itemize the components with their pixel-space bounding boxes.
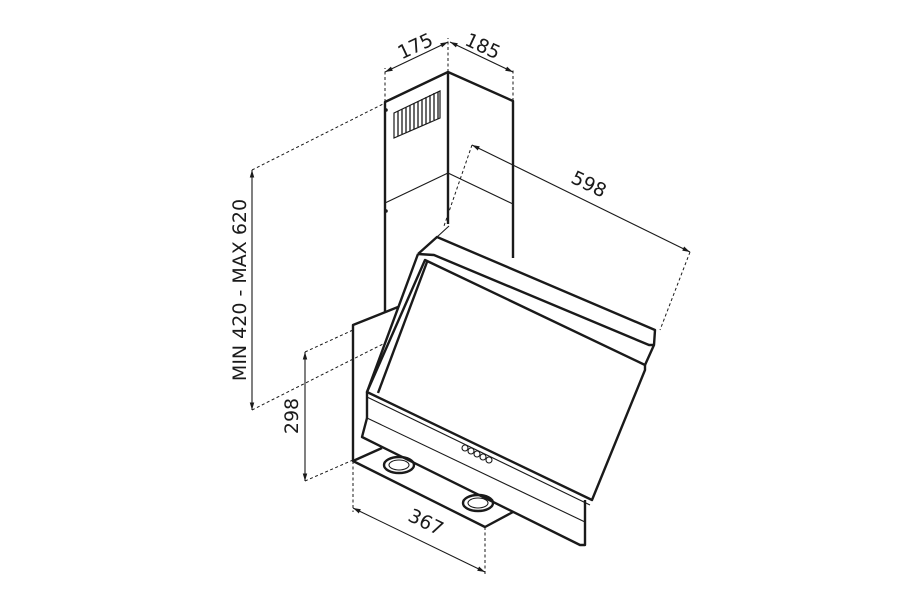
hood-back-body — [351, 305, 514, 529]
control-buttons[interactable] — [461, 444, 493, 464]
dimension-hood-depth: 367 — [352, 461, 486, 576]
dimension-label: 185 — [461, 29, 503, 64]
hood-canopy — [360, 225, 657, 547]
dimension-chimney-depth: 185 — [449, 29, 514, 101]
light-icon — [461, 493, 495, 513]
dimension-height-range: MIN 420 - MAX 620 — [229, 102, 386, 411]
vent-grille-icon — [393, 90, 441, 139]
dimension-label: 175 — [394, 29, 436, 64]
dimension-label: 598 — [568, 167, 610, 203]
dimension-hood-height: 298 — [281, 329, 354, 482]
dimension-label: 367 — [405, 505, 447, 541]
light-icon — [382, 455, 416, 475]
dimension-hood-width: 598 — [443, 144, 691, 331]
dimension-label: MIN 420 - MAX 620 — [229, 199, 251, 381]
chimney — [383, 70, 515, 313]
dimension-label: 298 — [281, 398, 303, 434]
